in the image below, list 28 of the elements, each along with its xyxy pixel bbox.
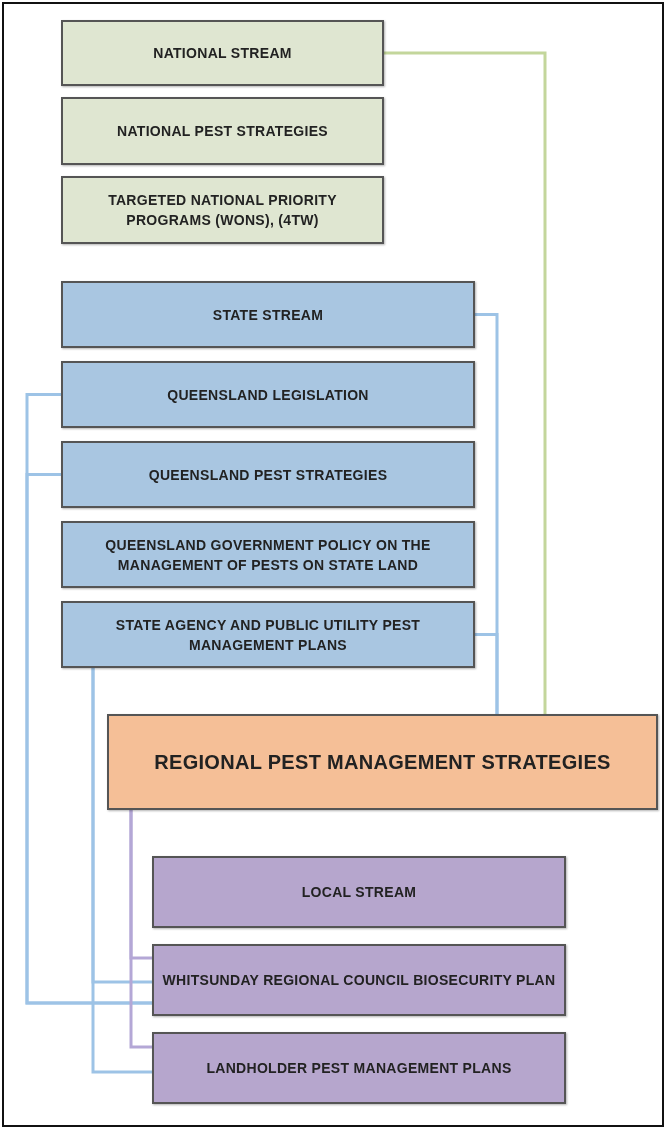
process-box <box>61 601 475 668</box>
box-label: LANDHOLDER PEST MANAGEMENT PLANS <box>205 1059 513 1078</box>
box-label: TARGETED NATIONAL PRIORITY PROGRAMS (WONS), (4TW) <box>107 191 338 230</box>
process-box <box>61 441 475 508</box>
box-label: REGIONAL PEST MANAGEMENT STRATEGIES <box>153 752 612 772</box>
process-box <box>61 97 384 165</box>
process-box <box>152 856 566 928</box>
box-label: STATE STREAM <box>211 305 325 325</box>
process-box <box>61 521 475 588</box>
box-label: NATIONAL STREAM <box>152 44 293 63</box>
box-label: STATE AGENCY AND PUBLIC UTILITY PEST MANAGEMENT PLANS <box>114 615 422 655</box>
connector-line <box>475 633 499 714</box>
box-label: WHITSUNDAY REGIONAL COUNCIL BIOSECURITY PLAN <box>161 971 557 990</box>
process-box <box>61 281 475 348</box>
process-box <box>61 361 475 428</box>
process-box <box>61 20 384 86</box>
highlight-box <box>107 714 658 810</box>
box-label: QUEENSLAND GOVERNMENT POLICY ON THE MANAGEMENT OF PESTS ON STATE LAND <box>104 535 432 575</box>
process-box <box>152 944 566 1016</box>
connector-line <box>384 51 547 714</box>
connector-line <box>129 810 152 1049</box>
box-label: LOCAL STREAM <box>300 883 418 902</box>
box-label: QUEENSLAND PEST STRATEGIES <box>147 465 389 485</box>
process-box <box>152 1032 566 1104</box>
box-label: QUEENSLAND LEGISLATION <box>166 385 370 405</box>
box-label: NATIONAL PEST STRATEGIES <box>116 122 329 141</box>
process-box <box>61 176 384 244</box>
connector-line <box>91 668 152 1074</box>
